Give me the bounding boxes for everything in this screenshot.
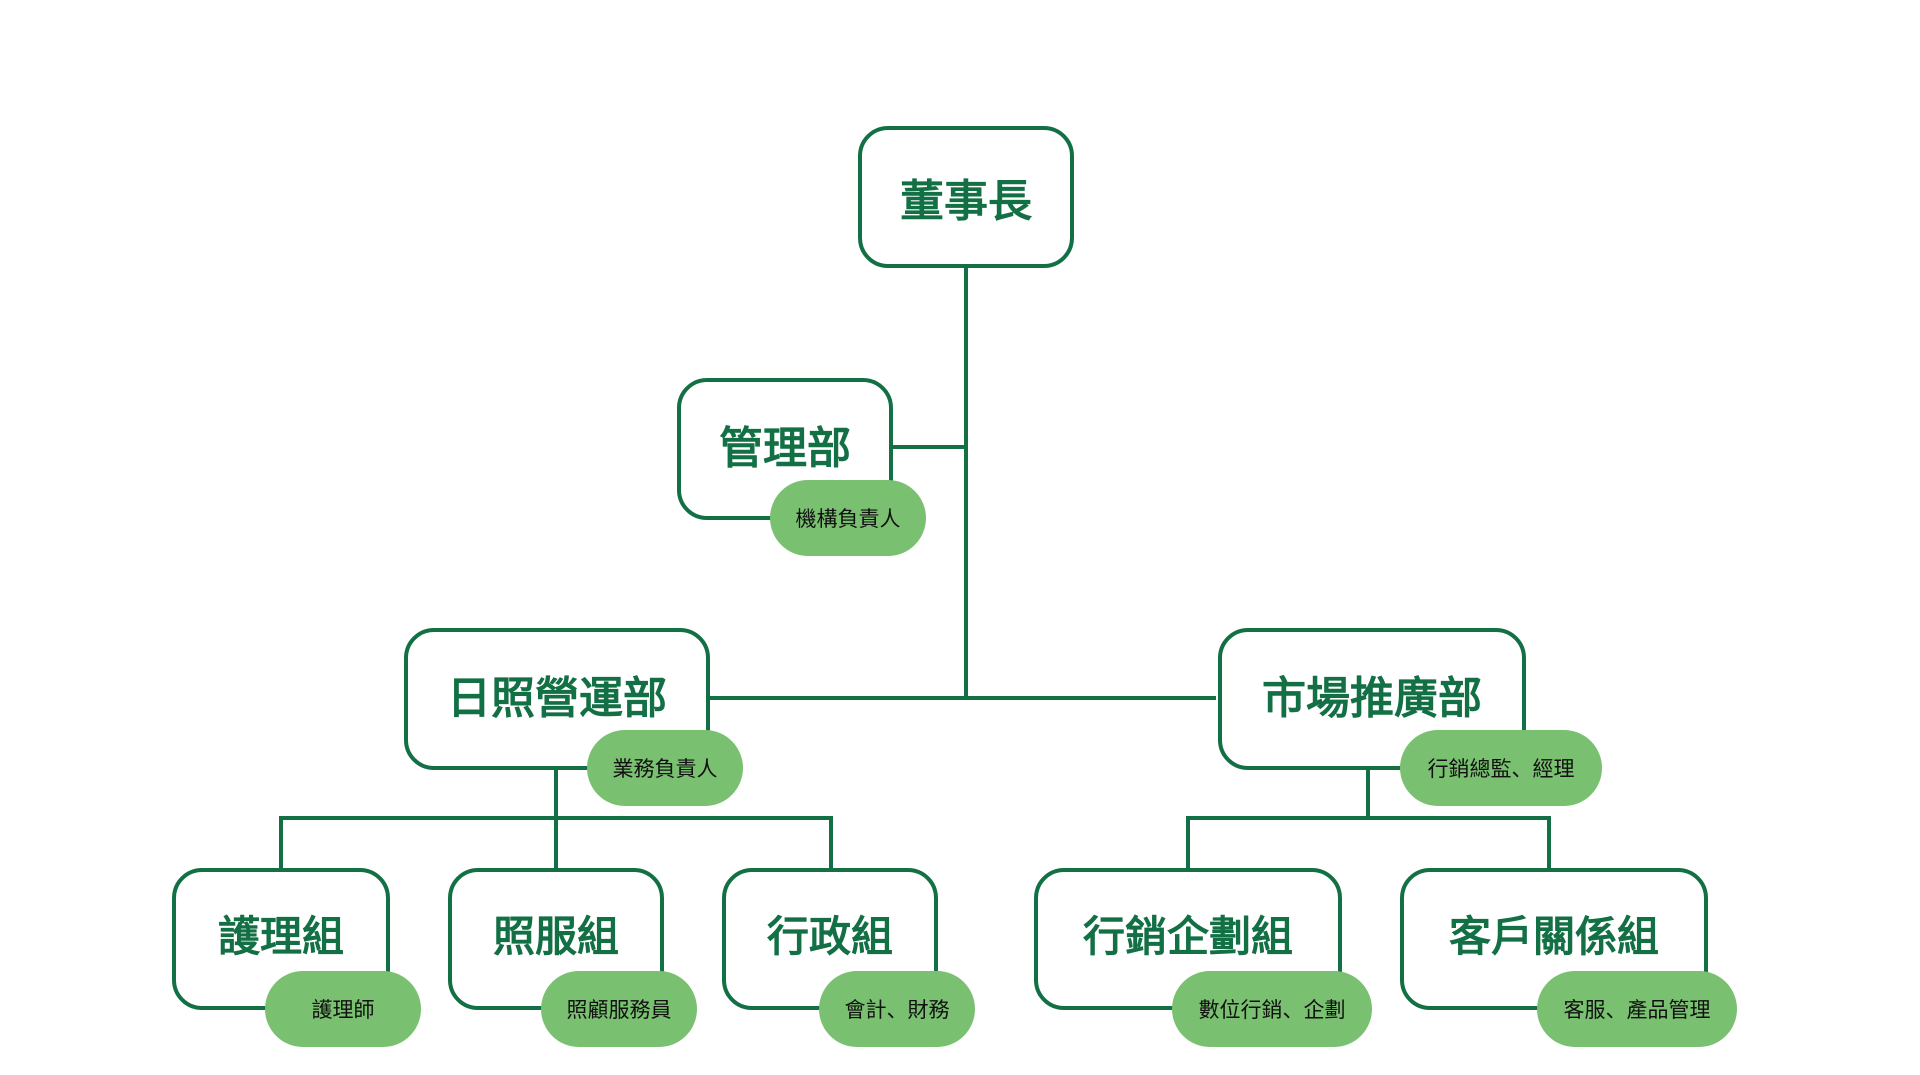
management-role: 機構負責人 (795, 507, 901, 531)
nursing-title: 護理組 (217, 911, 344, 961)
management-title: 管理部 (719, 423, 851, 474)
mktplan-role-pill: 數位行銷、企劃 (1172, 971, 1372, 1047)
admin-role-pill: 會計、財務 (819, 971, 975, 1047)
marketing-role-pill: 行銷總監、經理 (1400, 730, 1602, 806)
care-role-pill: 照顧服務員 (541, 971, 697, 1047)
marketing-title: 市場推廣部 (1262, 673, 1482, 724)
admin-title: 行政組 (766, 911, 893, 961)
admin-role: 會計、財務 (844, 998, 950, 1022)
management-role-pill: 機構負責人 (770, 480, 926, 556)
chairman-title: 董事長 (900, 176, 1032, 227)
nursing-role-pill: 護理師 (265, 971, 421, 1047)
custrel-role-pill: 客服、產品管理 (1537, 971, 1737, 1047)
marketing-role: 行銷總監、經理 (1427, 757, 1575, 781)
dayops-role-pill: 業務負責人 (587, 730, 743, 806)
custrel-title: 客戶關係組 (1448, 911, 1659, 961)
dayops-title: 日照營運部 (447, 673, 667, 724)
dayops-role: 業務負責人 (612, 757, 718, 781)
nursing-role: 護理師 (311, 998, 375, 1022)
dayops-box: 日照營運部 (404, 628, 710, 770)
mktplan-role: 數位行銷、企劃 (1198, 998, 1346, 1022)
chairman-box: 董事長 (858, 126, 1074, 268)
mktplan-title: 行銷企劃組 (1082, 911, 1293, 961)
custrel-role: 客服、產品管理 (1563, 998, 1711, 1022)
care-role: 照顧服務員 (566, 998, 672, 1022)
care-title: 照服組 (492, 911, 619, 961)
